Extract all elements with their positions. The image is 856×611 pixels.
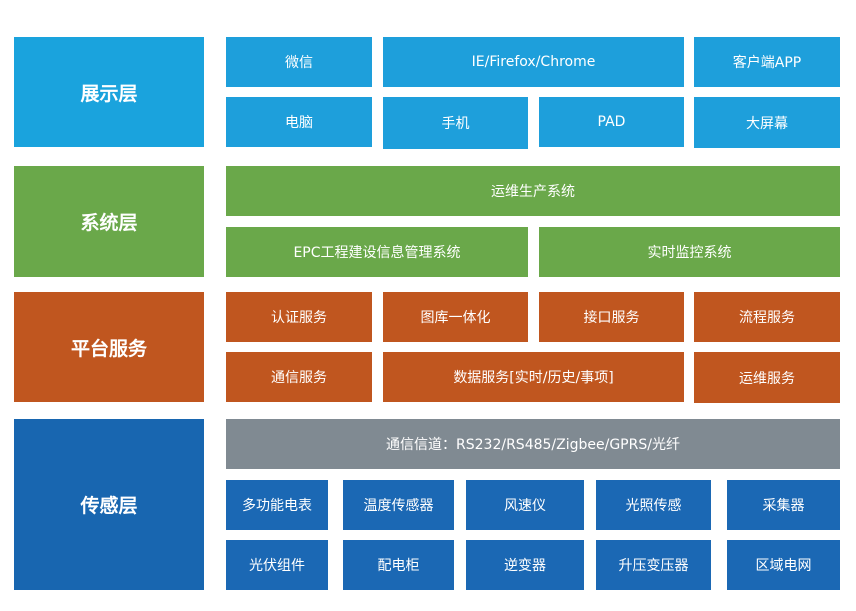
temperature-sensor-box: 温度传感器 <box>343 480 454 530</box>
light-sensor-box: 光照传感 <box>596 480 711 530</box>
comm-service-box: 通信服务 <box>226 352 372 402</box>
mobile-box: 手机 <box>383 97 528 149</box>
auth-service-box: 认证服务 <box>226 292 372 342</box>
wechat-box: 微信 <box>226 37 372 87</box>
ops-service-box: 运维服务 <box>694 352 840 403</box>
ops-production-system-box: 运维生产系统 <box>226 166 840 216</box>
anemometer-box: 风速仪 <box>466 480 584 530</box>
workflow-service-box: 流程服务 <box>694 292 840 342</box>
distribution-cabinet-box: 配电柜 <box>343 540 454 590</box>
big-screen-box: 大屏幕 <box>694 97 840 148</box>
realtime-monitor-system-box: 实时监控系统 <box>539 227 840 277</box>
inverter-box: 逆变器 <box>466 540 584 590</box>
regional-grid-box: 区域电网 <box>727 540 840 590</box>
browser-box: IE/Firefox/Chrome <box>383 37 684 87</box>
gallery-box: 图库一体化 <box>383 292 528 342</box>
epc-system-box: EPC工程建设信息管理系统 <box>226 227 528 277</box>
client-app-box: 客户端APP <box>694 37 840 87</box>
interface-service-box: 接口服务 <box>539 292 684 342</box>
pc-box: 电脑 <box>226 97 372 147</box>
pv-module-box: 光伏组件 <box>226 540 328 590</box>
system-layer-label: 系统层 <box>14 166 204 277</box>
pad-box: PAD <box>539 97 684 147</box>
data-service-box: 数据服务[实时/历史/事项] <box>383 352 684 402</box>
boost-transformer-box: 升压变压器 <box>596 540 711 590</box>
collector-box: 采集器 <box>727 480 840 530</box>
multifunction-meter-box: 多功能电表 <box>226 480 328 530</box>
comm-channel-box: 通信信道：RS232/RS485/Zigbee/GPRS/光纤 <box>226 419 840 469</box>
presentation-layer-label: 展示层 <box>14 37 204 147</box>
sensing-layer-label: 传感层 <box>14 419 204 590</box>
platform-layer-label: 平台服务 <box>14 292 204 402</box>
